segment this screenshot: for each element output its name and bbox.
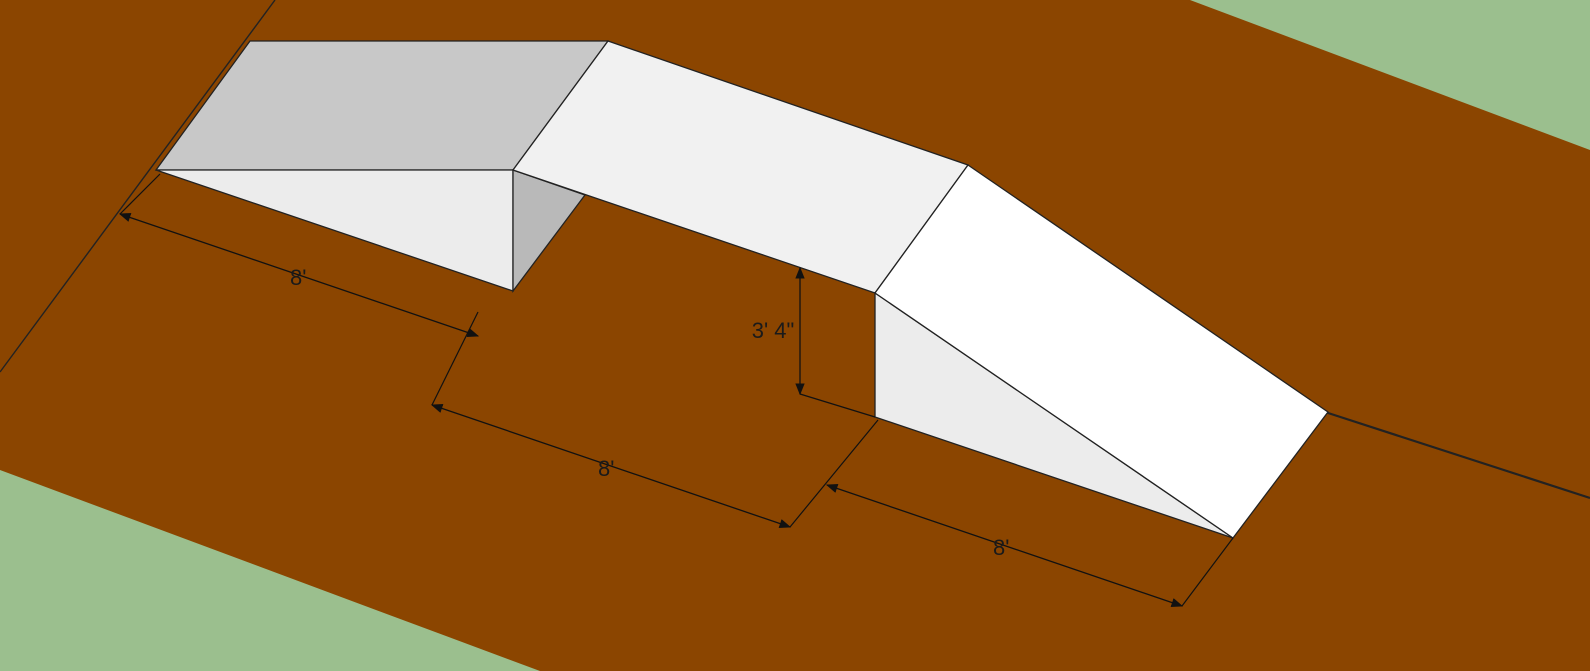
landing-extension-line	[1181, 537, 1234, 607]
table-extension-line	[789, 419, 879, 528]
height-extension-line	[799, 393, 876, 418]
ground-edge-right	[1324, 410, 1590, 500]
landing-length-label: 8'	[993, 535, 1009, 560]
takeoff-extension-line-front	[119, 173, 161, 215]
table-height-label: 3' 4"	[752, 318, 795, 343]
table-length-label: 8'	[598, 456, 614, 481]
landing-dimension-line	[825, 483, 1184, 608]
takeoff-dimension-line	[118, 212, 480, 338]
ground-edge-left	[0, 0, 276, 373]
table-dimension-line	[430, 403, 792, 529]
takeoff-length-label: 8'	[290, 265, 306, 290]
